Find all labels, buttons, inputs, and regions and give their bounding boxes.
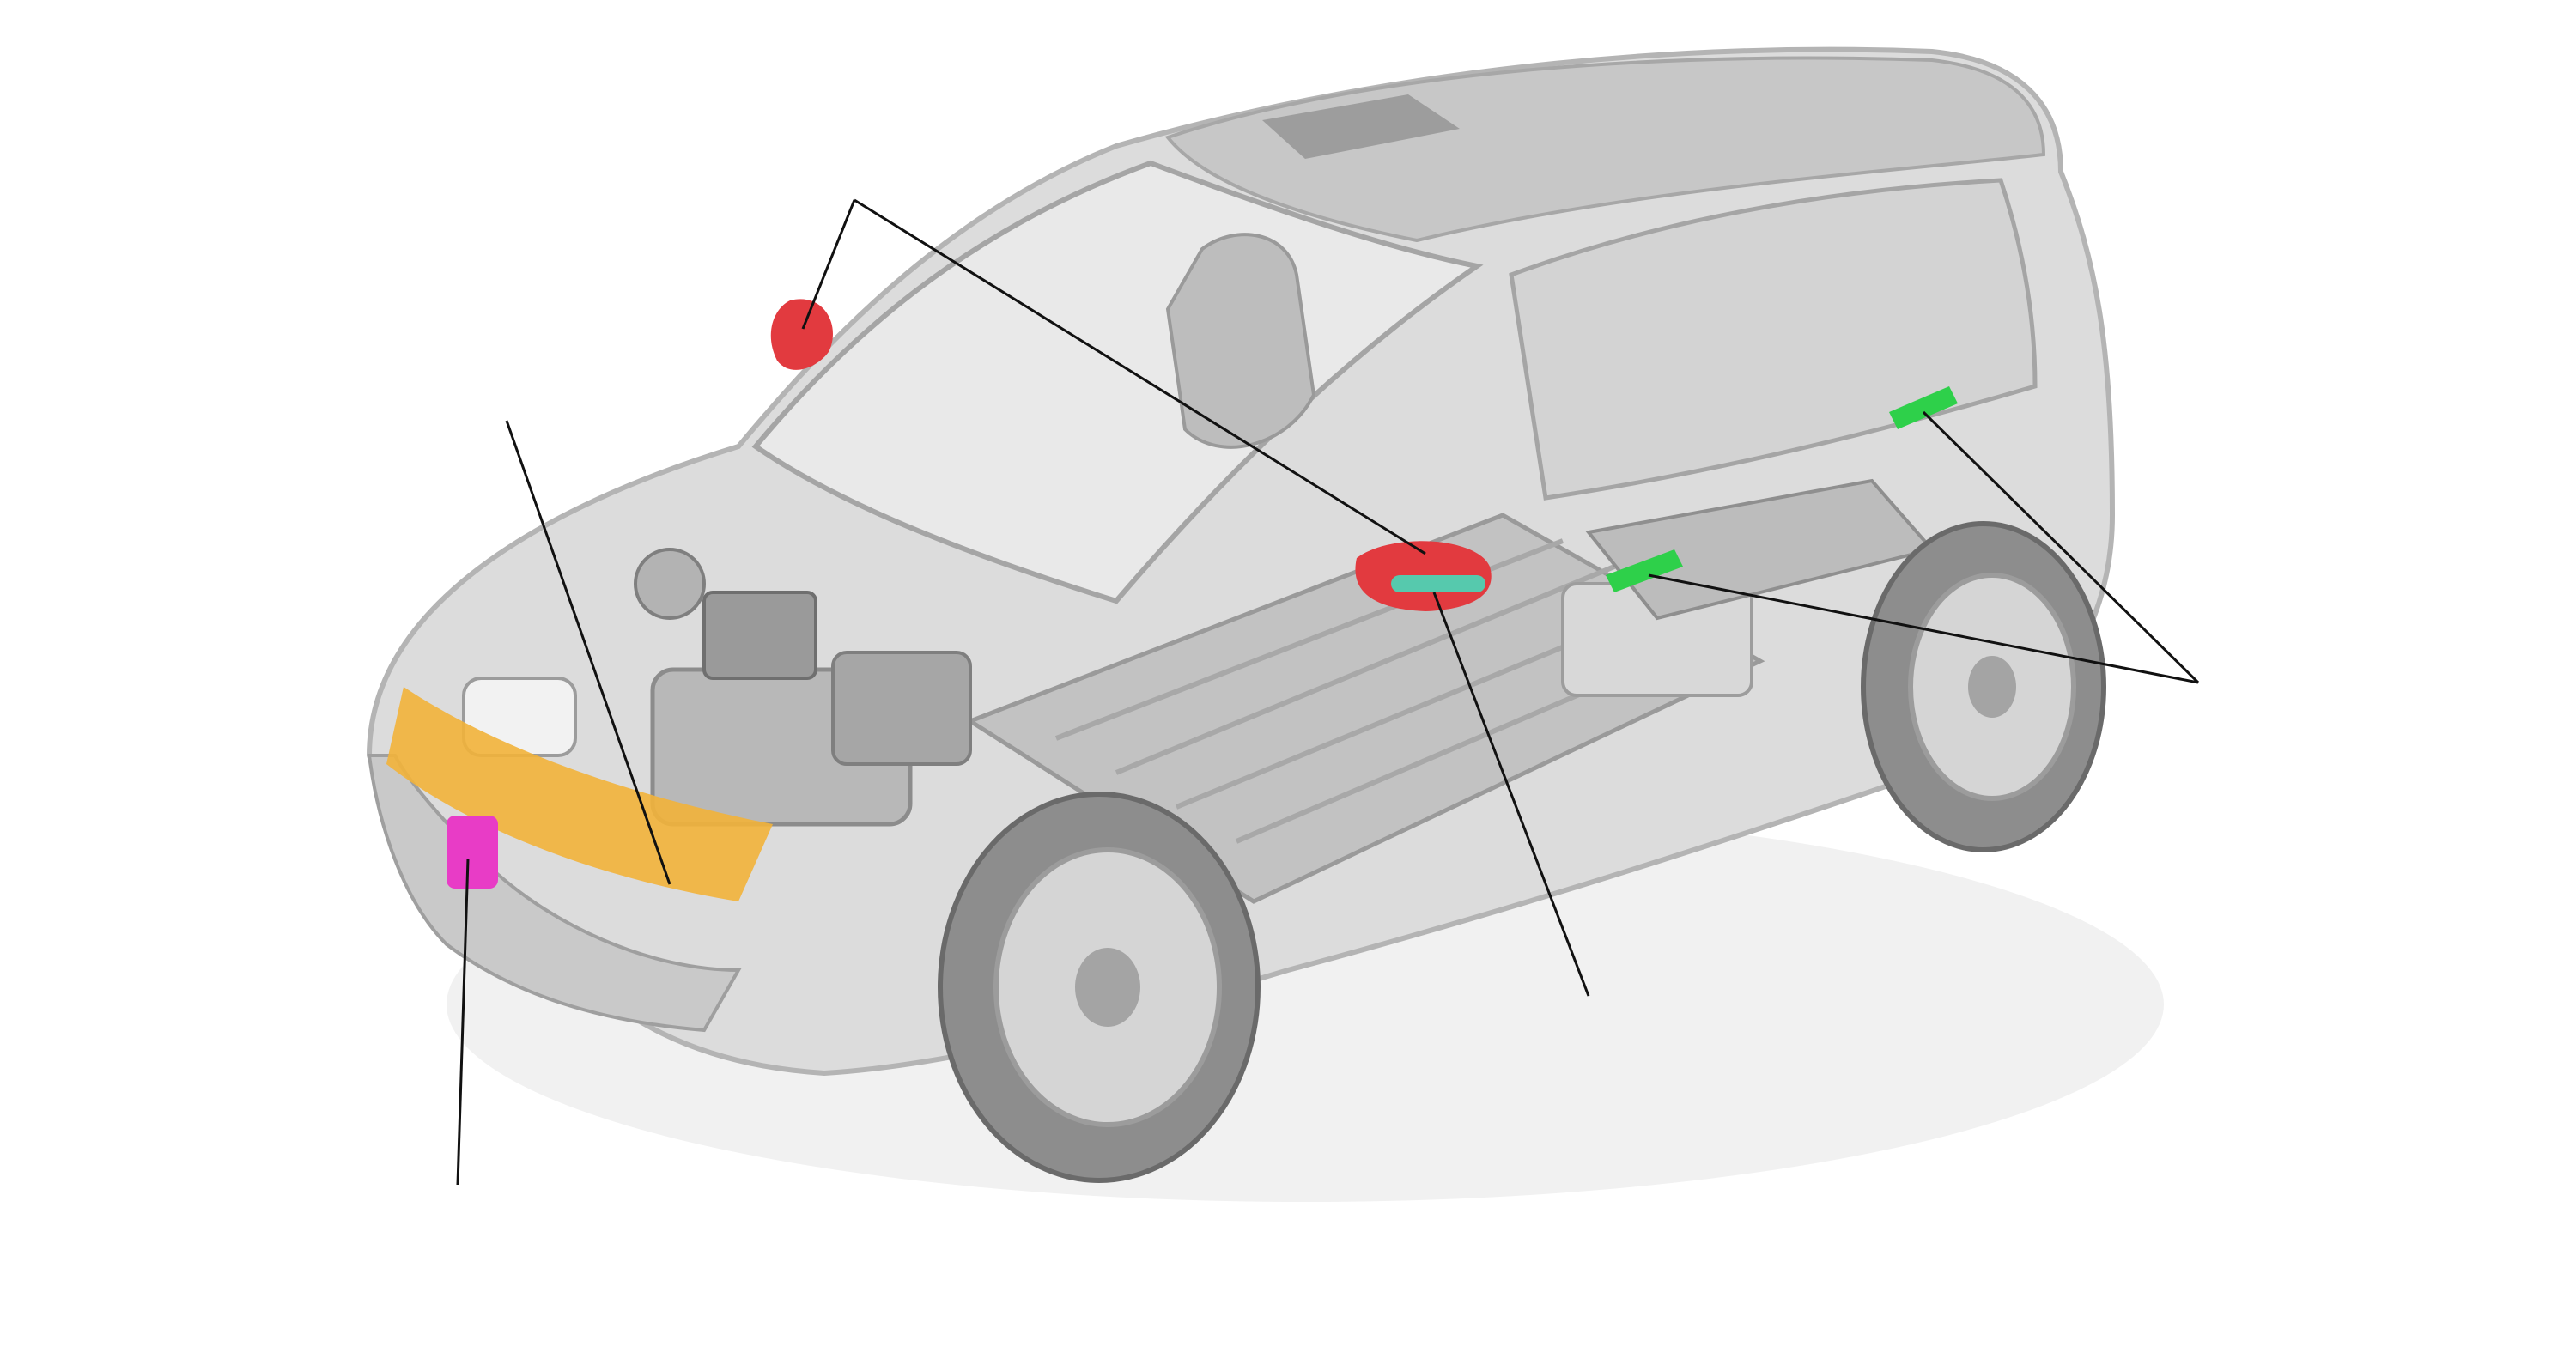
leader-line-front-bumper-band <box>505 420 671 885</box>
leader-line-rear-sensors-1 <box>1648 573 2199 684</box>
front-wheel <box>938 792 1261 1183</box>
battery-ribs <box>1054 538 1719 844</box>
front-sensor-highlight <box>447 816 498 889</box>
leader-line-rear-sensors-2 <box>1922 410 2200 684</box>
callout-leader-lines <box>456 198 2200 1186</box>
leader-line-side-mirror <box>801 199 856 330</box>
aux-battery <box>702 591 817 680</box>
mirror-camera-strip <box>1391 575 1485 592</box>
rear-sensor-left <box>1606 549 1683 592</box>
leader-line-side-mirror-2 <box>854 198 1426 555</box>
leader-line-front-sensor <box>456 858 470 1186</box>
front-strut <box>634 548 706 620</box>
rear-sensor-right <box>1889 386 1958 429</box>
front-seat <box>1165 233 1316 449</box>
rear-wheel <box>1861 521 2106 852</box>
sunroof <box>1262 94 1460 159</box>
power-electronics <box>831 651 972 766</box>
bumper-band-highlight <box>386 687 773 901</box>
leader-line-mirror-camera <box>1432 592 1590 997</box>
far-mirror-highlight <box>770 299 833 370</box>
